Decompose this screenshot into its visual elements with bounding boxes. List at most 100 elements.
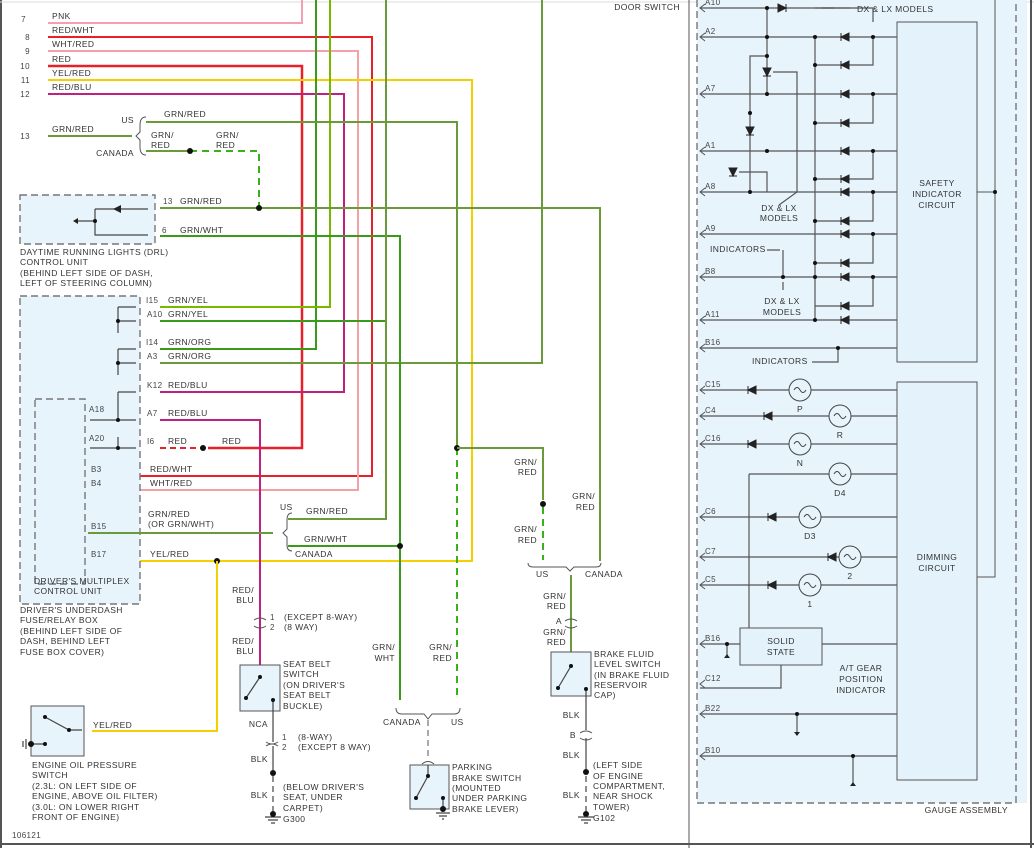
node <box>781 275 785 279</box>
ground-node <box>270 811 276 817</box>
gauge-pin-c4: C4 <box>705 406 716 415</box>
bulb-filament-icon <box>793 387 807 393</box>
wire-label-grn-red: GRN/ <box>514 524 537 534</box>
splice <box>583 769 589 775</box>
brace-b15 <box>282 512 293 552</box>
gauge-pin-b22: B22 <box>705 704 721 713</box>
node <box>116 319 120 323</box>
circuit-line <box>700 643 897 689</box>
diode-icon <box>839 258 850 268</box>
wire-grn-red-to-brake-fluid <box>457 447 544 500</box>
safety-indicator-label: SAFETY <box>919 178 954 188</box>
seat-belt-location: BUCKLE) <box>283 701 323 711</box>
wire-label-red-blu: BLU <box>236 595 254 605</box>
wire-label-blk: BLK <box>251 754 268 764</box>
bulb-label-d4: D4 <box>834 488 846 498</box>
wire-red-blu <box>48 93 345 393</box>
connector-note: (8 WAY) <box>284 622 318 632</box>
switch-contact <box>584 687 588 691</box>
wire-label-yel-red: YEL/RED <box>52 68 91 78</box>
bulb-filament-icon <box>833 471 847 477</box>
fuse-pin-i6: I6 <box>147 437 155 446</box>
wire-label-wht-red: WHT/RED <box>52 39 94 49</box>
node <box>813 261 817 265</box>
wire-grn-org-i14 <box>160 0 317 350</box>
switch-contact <box>414 796 418 800</box>
connector-icon <box>265 741 279 747</box>
dx-lx-models-label: DX & LX MODELS <box>857 4 933 14</box>
drl-location: LEFT OF STEERING COLUMN) <box>20 278 152 288</box>
wire-label-grn-red: GRN/ <box>543 591 566 601</box>
circuit-line <box>700 755 897 784</box>
multiplex-pin-a18: A18 <box>89 405 105 414</box>
gauge-pin-a10: A10 <box>705 0 721 7</box>
circuit-line <box>767 7 850 363</box>
diode-icon <box>839 118 850 128</box>
solid-state-block <box>739 627 823 666</box>
oil-switch-location: (3.0L: ON LOWER RIGHT <box>32 802 140 812</box>
node <box>765 6 769 10</box>
ground-arrow-icon <box>794 732 800 736</box>
switch-contact <box>67 728 71 732</box>
diode-icon <box>826 552 837 562</box>
wire-label-grn-red: GRN/ <box>543 627 566 637</box>
fuse-pin-i15: I15 <box>146 296 158 305</box>
node <box>871 92 875 96</box>
bulb-label-d3: D3 <box>804 531 816 541</box>
wire-grn-yel-i15 <box>160 0 331 308</box>
drl-internal <box>75 208 148 236</box>
oil-switch-name: SWITCH <box>32 770 68 780</box>
wire-label-red-blu: RED/BLU <box>168 380 208 390</box>
node <box>116 446 120 450</box>
parking-brake-location: UNDER PARKING <box>452 793 527 803</box>
diode-icon <box>762 411 773 421</box>
gauge-pin-c5: C5 <box>705 575 716 584</box>
safety-indicator-label: INDICATOR <box>912 189 962 199</box>
wire-label-red-blu: BLU <box>236 646 254 656</box>
wire-label-grn-red: RED <box>547 601 566 611</box>
brake-fluid-name: LEVEL SWITCH <box>594 659 661 669</box>
ground-id-g102: G102 <box>593 813 615 823</box>
diode-icon <box>839 301 850 311</box>
drl-pin-6: 6 <box>162 226 167 235</box>
gauge-pin-b10: B10 <box>705 746 721 755</box>
at-gear-label: A/T GEAR <box>840 663 883 673</box>
indicators-label: INDICATORS <box>710 244 766 254</box>
splice <box>270 770 276 776</box>
wire-label-grn-red: RED <box>518 467 537 477</box>
label-canada: CANADA <box>295 549 333 559</box>
brake-fluid-location: RESERVOIR <box>594 680 648 690</box>
fuse-box-location: (BEHIND LEFT SIDE OF <box>20 626 122 636</box>
pin-13: 13 <box>20 132 30 141</box>
multiplex-outline <box>34 398 86 585</box>
wire-pnk <box>48 0 303 24</box>
bulb-filament-icon <box>793 441 807 447</box>
bulb-label-1: 1 <box>807 599 812 609</box>
node <box>813 219 817 223</box>
diode-icon <box>839 32 850 42</box>
bulb-label-r: R <box>837 430 844 440</box>
wire-b15-us <box>288 0 387 520</box>
wire-yel-red-oil <box>92 561 218 732</box>
node <box>836 346 840 350</box>
node <box>871 232 875 236</box>
node <box>813 121 817 125</box>
node <box>871 275 875 279</box>
diode-icon <box>746 439 757 449</box>
wire-label-grn-wht: GRN/WHT <box>304 534 347 544</box>
node <box>765 35 769 39</box>
gauge-assembly-label: GAUGE ASSEMBLY <box>925 805 1008 815</box>
dx-lx-models-label: DX & LX <box>761 203 796 213</box>
gauge-pin-c6: C6 <box>705 507 716 516</box>
switch-contact <box>441 796 445 800</box>
gauge-pin-a1: A1 <box>705 141 716 150</box>
drl-box-fill <box>20 195 155 244</box>
wire-label-red: RED <box>151 140 170 150</box>
connector-note: (EXCEPT 8-WAY) <box>284 612 357 622</box>
node <box>765 54 769 58</box>
gauge-pin-labels: A10A2A7A1A8A9B8A11B16C15C4C16C6C7C5B16C1… <box>705 0 721 755</box>
arrow-icon <box>73 218 78 224</box>
pin-12: 12 <box>20 90 30 99</box>
splice <box>256 205 262 211</box>
wire-label-red-blu: RED/BLU <box>168 408 208 418</box>
